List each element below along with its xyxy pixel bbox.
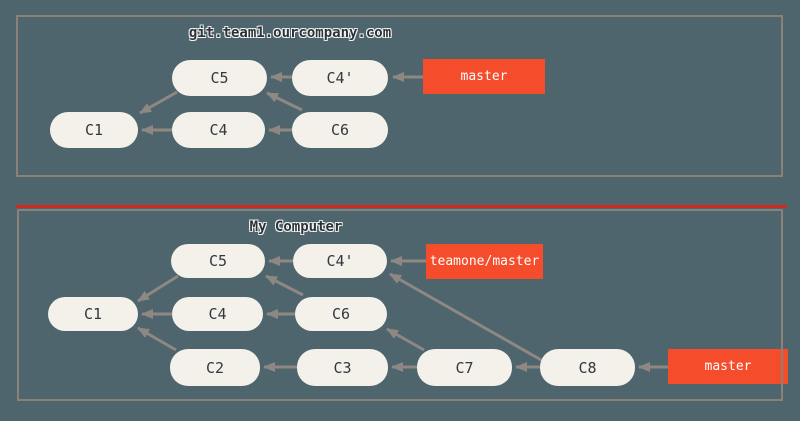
branch-label: master: [668, 349, 788, 384]
commit-arrow: [266, 91, 303, 112]
branch-label: master: [423, 59, 545, 94]
commit-node: C5: [171, 244, 265, 278]
commit-arrow: [265, 274, 304, 297]
commit-arrow: [386, 327, 425, 352]
commit-node: C7: [417, 349, 512, 386]
commit-node: C1: [48, 297, 138, 331]
commit-node: C8: [540, 349, 635, 386]
commit-arrow: [137, 274, 179, 303]
remote-server-title: git.team1.ourcompany.com: [188, 25, 392, 41]
commit-node: C6: [292, 112, 388, 148]
commit-node: C1: [50, 112, 138, 148]
commit-node: C4': [293, 244, 387, 278]
commit-node: C2: [170, 349, 260, 386]
red-divider-line: [16, 205, 787, 208]
commit-node: C4': [292, 60, 388, 96]
commit-node: C4: [172, 297, 263, 331]
commit-node: C3: [297, 349, 388, 386]
my-computer-title: My Computer: [249, 219, 343, 235]
commit-arrow: [139, 90, 178, 115]
commit-arrow: [137, 326, 177, 352]
branch-label: teamone/master: [426, 244, 543, 279]
commit-node: C6: [295, 297, 387, 331]
commit-node: C4: [172, 112, 265, 148]
commit-node: C5: [172, 60, 267, 96]
commit-arrow: [389, 272, 544, 363]
